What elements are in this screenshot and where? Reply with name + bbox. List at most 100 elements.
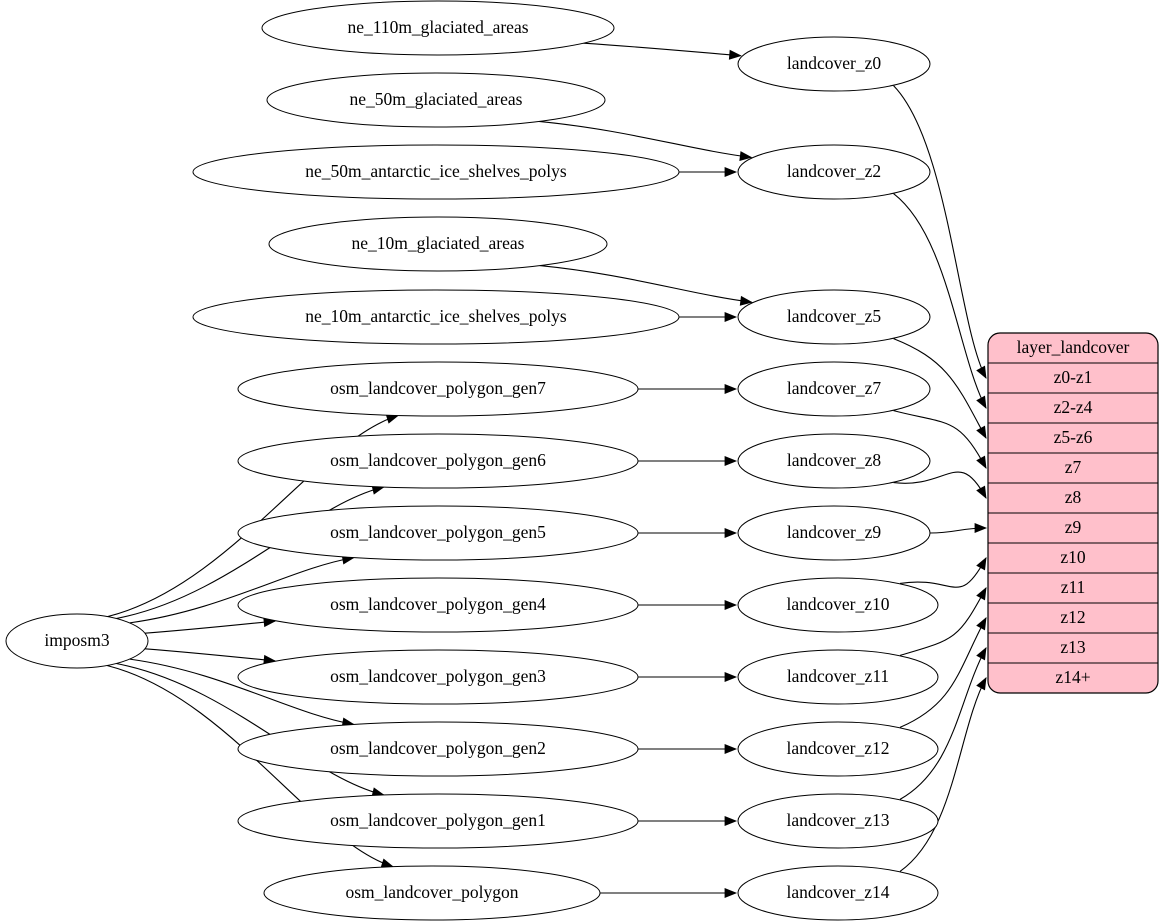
record-row-z5-z6[interactable]: z5-z6: [1054, 427, 1093, 447]
graph-node-imposm3[interactable]: imposm3: [5, 613, 149, 669]
node-label: osm_landcover_polygon_gen4: [330, 594, 546, 614]
edge-landcover_z14-to-layer_landcover_z14_: [899, 677, 987, 872]
edge-path: [116, 662, 384, 796]
record-row-z14+[interactable]: z14+: [1055, 667, 1090, 687]
edge-imposm3-to-osm_landcover_polygon_gen4: [144, 617, 277, 634]
graph-node-landcover_z0[interactable]: landcover_z0: [737, 36, 931, 92]
node-shape: [266, 72, 606, 128]
edge-arrowhead: [724, 888, 738, 898]
graph-node-osm_landcover_polygon_gen6[interactable]: osm_landcover_polygon_gen6: [237, 433, 639, 489]
node-label: landcover_z2: [787, 161, 881, 181]
edge-path: [893, 410, 987, 469]
node-shape: [237, 361, 639, 417]
graph-node-landcover_z9[interactable]: landcover_z9: [737, 505, 931, 561]
graph-node-landcover_z11[interactable]: landcover_z11: [737, 649, 939, 705]
node-label: landcover_z7: [787, 378, 882, 398]
graph-node-ne_50m_antarctic_ice_shelves_polys[interactable]: ne_50m_antarctic_ice_shelves_polys: [192, 144, 680, 200]
record-node-layer-landcover[interactable]: layer_landcover z0-z1 z2-z4 z5-z6 z7 z8 z9 z10 z…: [987, 332, 1159, 694]
graph-node-ne_10m_antarctic_ice_shelves_polys[interactable]: ne_10m_antarctic_ice_shelves_polys: [192, 289, 680, 345]
node-label: osm_landcover_polygon_gen3: [330, 666, 546, 686]
edge-imposm3-to-osm_landcover_polygon_gen3: [144, 648, 277, 665]
graph-node-ne_50m_glaciated_areas[interactable]: ne_50m_glaciated_areas: [266, 72, 606, 128]
node-label: osm_landcover_polygon_gen6: [330, 450, 546, 470]
edge-arrowhead: [724, 312, 738, 322]
edge-path: [899, 647, 987, 800]
node-shape: [737, 721, 939, 777]
node-shape: [737, 505, 931, 561]
node-label: ne_10m_glaciated_areas: [352, 233, 525, 253]
node-shape: [737, 793, 939, 849]
node-label: landcover_z8: [787, 450, 882, 470]
graph-node-landcover_z10[interactable]: landcover_z10: [737, 577, 939, 633]
edge-arrowhead: [976, 485, 987, 499]
edge-path: [899, 677, 987, 872]
graph-node-ne_110m_glaciated_areas[interactable]: ne_110m_glaciated_areas: [261, 0, 615, 56]
graph-node-osm_landcover_polygon_gen2[interactable]: osm_landcover_polygon_gen2: [237, 721, 639, 777]
node-label: osm_landcover_polygon_gen2: [330, 738, 546, 758]
edge-path: [144, 648, 276, 662]
node-shape: [737, 144, 931, 200]
edge-osm_landcover_polygon_gen1-to-landcover_z13: [638, 816, 738, 826]
graph-node-osm_landcover_polygon_gen5[interactable]: osm_landcover_polygon_gen5: [237, 505, 639, 561]
edge-path: [899, 557, 987, 588]
graph-node-landcover_z2[interactable]: landcover_z2: [737, 144, 931, 200]
record-row-z9[interactable]: z9: [1065, 517, 1082, 537]
record-row-z10[interactable]: z10: [1060, 547, 1086, 567]
graph-node-osm_landcover_polygon_gen1[interactable]: osm_landcover_polygon_gen1: [237, 793, 639, 849]
edge-arrowhead: [724, 744, 738, 754]
node-shape: [737, 577, 939, 633]
record-row-z7[interactable]: z7: [1065, 457, 1082, 477]
edge-arrowhead: [724, 672, 738, 682]
edge-landcover_z12-to-layer_landcover_z12: [899, 617, 987, 728]
edge-arrowhead: [976, 677, 987, 691]
graph-node-ne_10m_glaciated_areas[interactable]: ne_10m_glaciated_areas: [268, 216, 608, 272]
node-shape: [737, 433, 931, 489]
record-row-z2-z4[interactable]: z2-z4: [1054, 397, 1093, 417]
graph-node-osm_landcover_polygon_gen3[interactable]: osm_landcover_polygon_gen3: [237, 649, 639, 705]
node-label: osm_landcover_polygon: [345, 882, 518, 902]
edge-arrowhead: [976, 425, 987, 439]
edge-path: [893, 85, 987, 379]
node-label: landcover_z12: [786, 738, 889, 758]
graph-node-osm_landcover_polygon_gen7[interactable]: osm_landcover_polygon_gen7: [237, 361, 639, 417]
record-row-z11[interactable]: z11: [1061, 577, 1086, 597]
graph-node-osm_landcover_polygon_gen4[interactable]: osm_landcover_polygon_gen4: [237, 577, 639, 633]
node-shape: [737, 289, 931, 345]
record-row-z0-z1[interactable]: z0-z1: [1054, 367, 1093, 387]
edge-landcover_z2-to-layer_landcover_z2-z4: [893, 193, 987, 409]
record-row-z8[interactable]: z8: [1065, 487, 1082, 507]
node-label: ne_110m_glaciated_areas: [347, 17, 528, 37]
graph-node-landcover_z5[interactable]: landcover_z5: [737, 289, 931, 345]
edge-path: [116, 486, 384, 620]
edge-landcover_z7-to-layer_landcover_z7: [893, 410, 987, 469]
node-label: ne_10m_antarctic_ice_shelves_polys: [305, 306, 567, 326]
graph-node-osm_landcover_polygon[interactable]: osm_landcover_polygon: [263, 865, 601, 921]
edge-arrowhead: [728, 49, 742, 60]
record-row-z12[interactable]: z12: [1060, 607, 1085, 627]
edge-path: [539, 265, 752, 303]
graph-node-landcover_z14[interactable]: landcover_z14: [737, 865, 939, 921]
edge-ne_10m_glaciated_areas-to-landcover_z5: [539, 265, 753, 306]
node-label: landcover_z11: [787, 666, 889, 686]
edge-arrowhead: [976, 455, 987, 469]
graph-node-landcover_z8[interactable]: landcover_z8: [737, 433, 931, 489]
record-row-z13[interactable]: z13: [1060, 637, 1086, 657]
graph-node-landcover_z12[interactable]: landcover_z12: [737, 721, 939, 777]
graph-node-landcover_z13[interactable]: landcover_z13: [737, 793, 939, 849]
record-header-label: layer_landcover: [1017, 337, 1130, 357]
edge-landcover_z8-to-layer_landcover_z8: [893, 471, 987, 499]
edge-ne_110m_glaciated_areas-to-landcover_z0: [583, 42, 742, 60]
edge-path: [129, 557, 354, 624]
node-label: osm_landcover_polygon_gen1: [330, 810, 546, 830]
graph-node-landcover_z7[interactable]: landcover_z7: [737, 361, 931, 417]
edge-path: [144, 620, 276, 634]
edge-landcover_z11-to-layer_landcover_z11: [899, 587, 987, 656]
node-shape: [261, 0, 615, 56]
node-label: ne_50m_glaciated_areas: [350, 89, 523, 109]
node-shape: [737, 649, 939, 705]
edge-arrowhead: [976, 557, 987, 571]
node-shape: [737, 865, 939, 921]
node-shape: [237, 793, 639, 849]
edge-arrowhead: [724, 456, 738, 466]
edge-arrowhead: [974, 523, 988, 533]
